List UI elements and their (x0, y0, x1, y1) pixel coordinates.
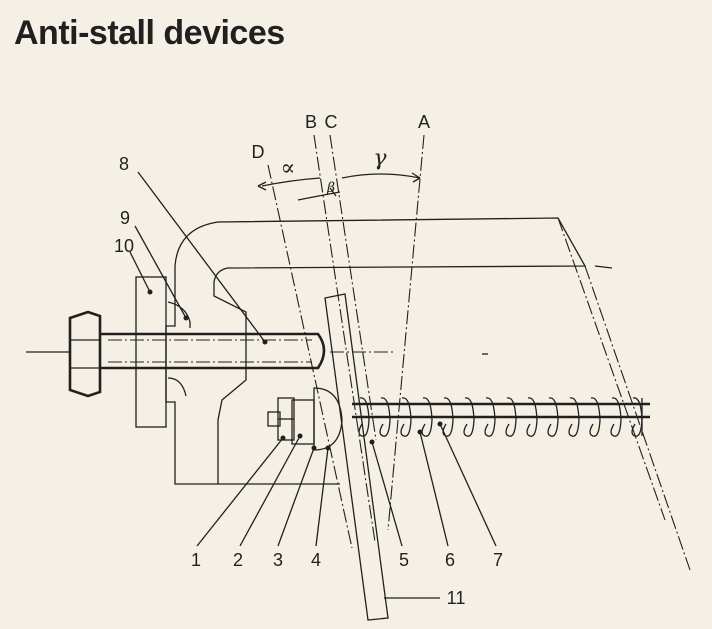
axis-label-a: A (418, 112, 430, 132)
housing (165, 217, 587, 485)
callout-7: 7 (493, 550, 503, 570)
leader-lines (129, 171, 497, 599)
callout-10: 10 (114, 236, 134, 256)
axis-d-line (267, 164, 353, 549)
angle-labels: ∝ β γ (281, 146, 388, 196)
angle-gamma-label: γ (373, 146, 387, 171)
callout-1: 1 (191, 550, 201, 570)
angle-beta-label: β (326, 180, 335, 196)
reference-axes (267, 134, 425, 549)
callout-8: 8 (119, 154, 129, 174)
axis-label-d: D (252, 142, 265, 162)
callout-5: 5 (399, 550, 409, 570)
lever-plate (324, 293, 389, 621)
axis-label-c: C (325, 112, 338, 132)
page-title: Anti-stall devices (14, 14, 285, 52)
callout-4: 4 (311, 550, 321, 570)
spring-assembly (352, 397, 650, 437)
adjusting-screw (26, 310, 488, 398)
axis-label-b: B (305, 112, 317, 132)
callout-2: 2 (233, 550, 243, 570)
washer (167, 301, 191, 397)
callout-3: 3 (273, 550, 283, 570)
callout-6: 6 (445, 550, 455, 570)
callout-11: 11 (447, 588, 466, 608)
axis-labels: A B C D (252, 112, 431, 162)
callout-dots (147, 289, 443, 451)
stop-screw-assembly (267, 387, 343, 451)
angle-alpha-label: ∝ (281, 156, 296, 181)
axis-c-line (329, 134, 377, 441)
callout-9: 9 (120, 208, 130, 228)
angle-arcs (257, 172, 421, 201)
axis-a-line (387, 134, 425, 531)
axis-b-line (313, 134, 376, 543)
callout-numbers: 8 9 10 1 2 3 4 5 6 7 11 (114, 154, 503, 608)
adjusting-plate (135, 276, 167, 428)
